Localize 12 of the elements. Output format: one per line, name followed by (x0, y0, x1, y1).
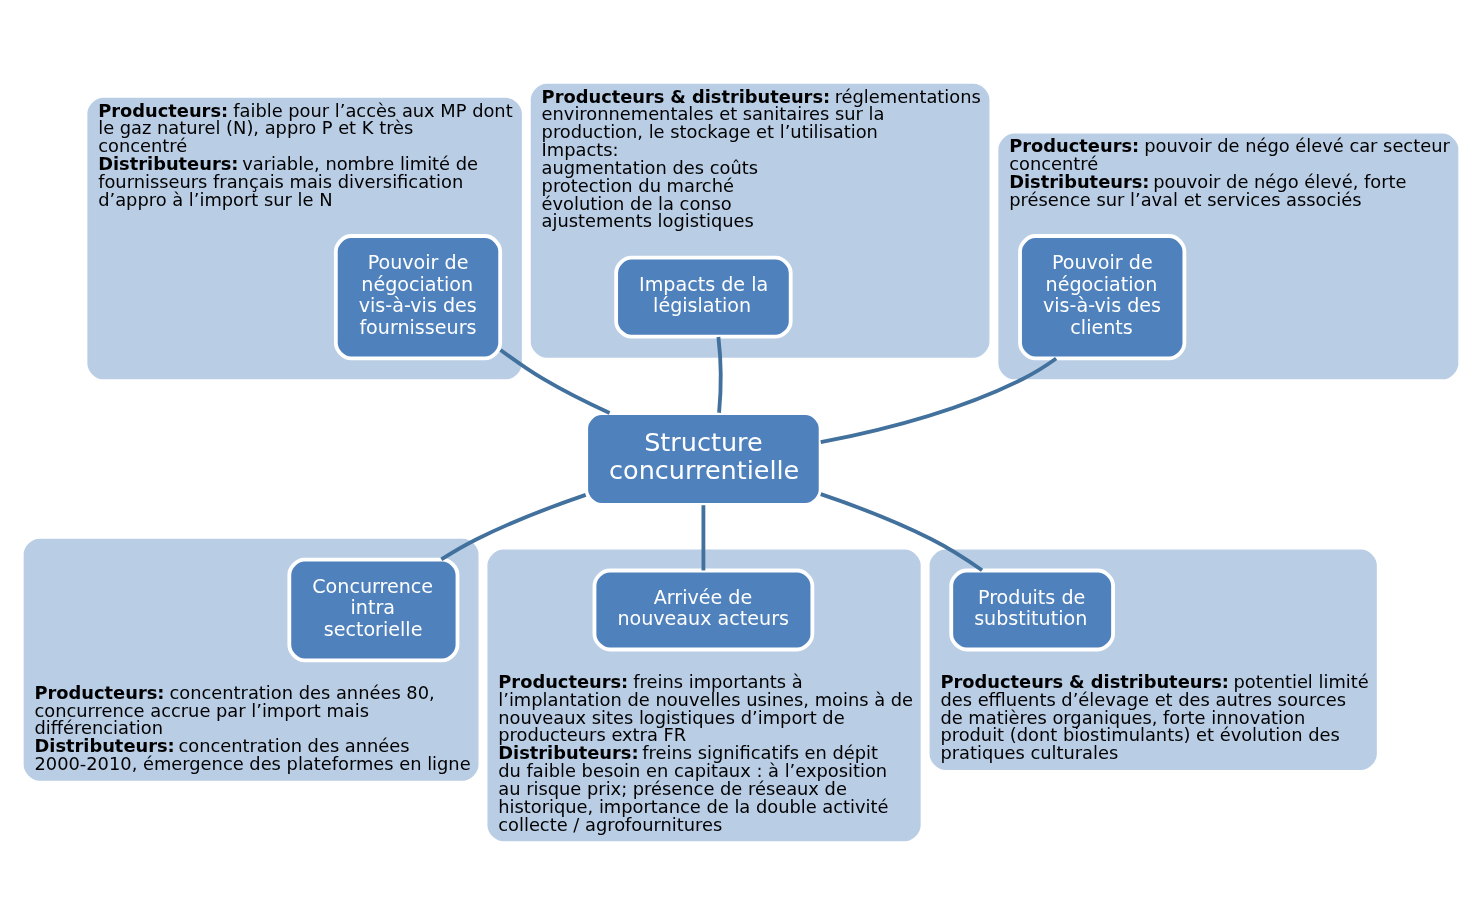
connector (819, 356, 1057, 444)
node-box: Concurrence intra sectorielle (286, 557, 459, 662)
connector (439, 492, 586, 561)
node-box: Impacts de la législation (613, 255, 793, 339)
connector (498, 347, 610, 415)
node-box: Arrivée de nouveaux acteurs (592, 568, 814, 651)
node-box: Pouvoir de négociation vis-à-vis des fournisseurs (333, 233, 502, 360)
connector (701, 504, 705, 570)
node-box: Produits de substitution (948, 568, 1115, 651)
connector (819, 491, 983, 572)
connector (716, 336, 722, 413)
node-box: Pouvoir de négociation vis-à-vis des clients (1017, 233, 1186, 360)
